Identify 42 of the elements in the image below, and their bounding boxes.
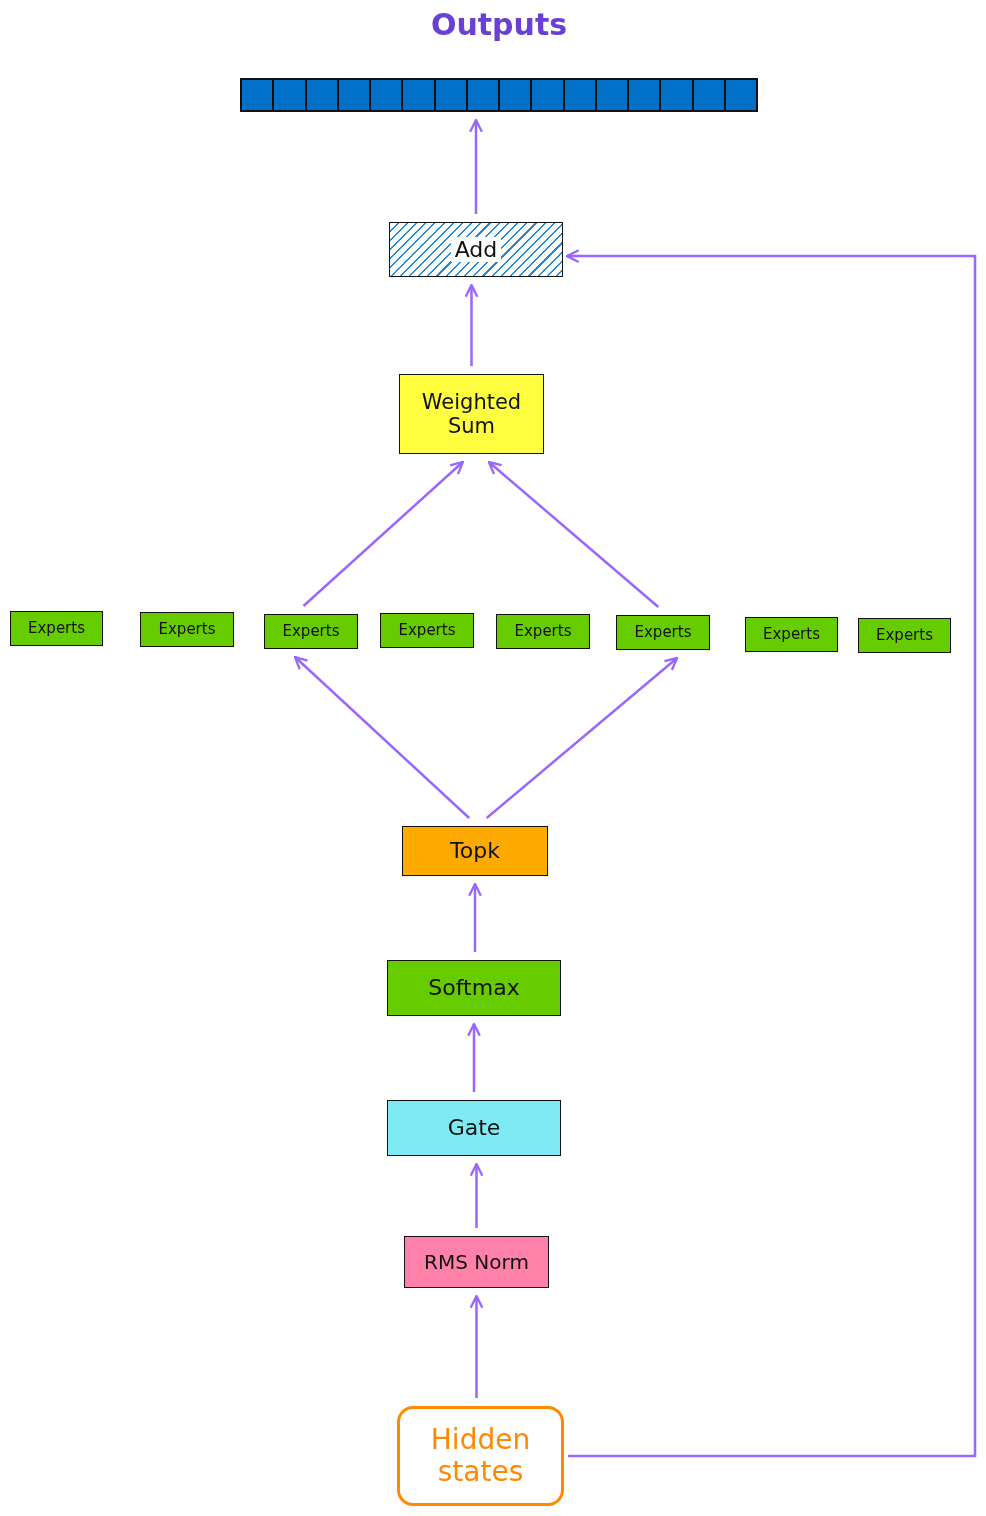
input-box xyxy=(397,1406,564,1506)
arrow xyxy=(293,655,470,819)
node-label: Topk xyxy=(449,838,501,864)
arrow xyxy=(469,118,483,214)
node-label: Softmax xyxy=(427,975,521,1001)
process-box xyxy=(399,374,544,454)
arrow xyxy=(565,249,977,1458)
output-heading: Outputs xyxy=(430,8,568,43)
process-box xyxy=(496,614,590,649)
arrow xyxy=(469,1294,484,1398)
process-box xyxy=(264,614,358,649)
process-box xyxy=(387,960,561,1016)
process-box xyxy=(402,826,548,876)
node-label: Weighted Sum xyxy=(420,389,523,439)
arrow xyxy=(487,460,660,608)
node-label: Experts xyxy=(633,623,693,642)
process-box xyxy=(140,612,234,647)
node-label: Hidden states xyxy=(429,1423,532,1489)
process-box xyxy=(404,1236,549,1288)
node-label: Experts xyxy=(157,620,217,639)
process-box xyxy=(745,617,838,652)
arrow xyxy=(468,882,482,952)
arrow xyxy=(467,1022,481,1092)
arrow xyxy=(485,656,679,819)
node-label: Experts xyxy=(762,625,821,644)
node-label: Experts xyxy=(875,626,934,645)
arrow xyxy=(464,283,479,366)
process-box xyxy=(380,613,474,648)
process-box xyxy=(387,1100,561,1156)
arrow xyxy=(469,1162,484,1228)
node-label: RMS Norm xyxy=(423,1250,530,1274)
process-box xyxy=(616,615,710,650)
process-box xyxy=(858,618,951,653)
process-box xyxy=(10,611,103,646)
add-box xyxy=(389,222,563,277)
node-label: Experts xyxy=(27,619,86,638)
node-label: Add xyxy=(450,236,502,263)
node-label: Experts xyxy=(397,621,457,640)
node-label: Experts xyxy=(281,622,341,641)
arrow xyxy=(302,460,464,607)
node-label: Gate xyxy=(446,1115,502,1141)
node-label: Experts xyxy=(513,622,573,641)
